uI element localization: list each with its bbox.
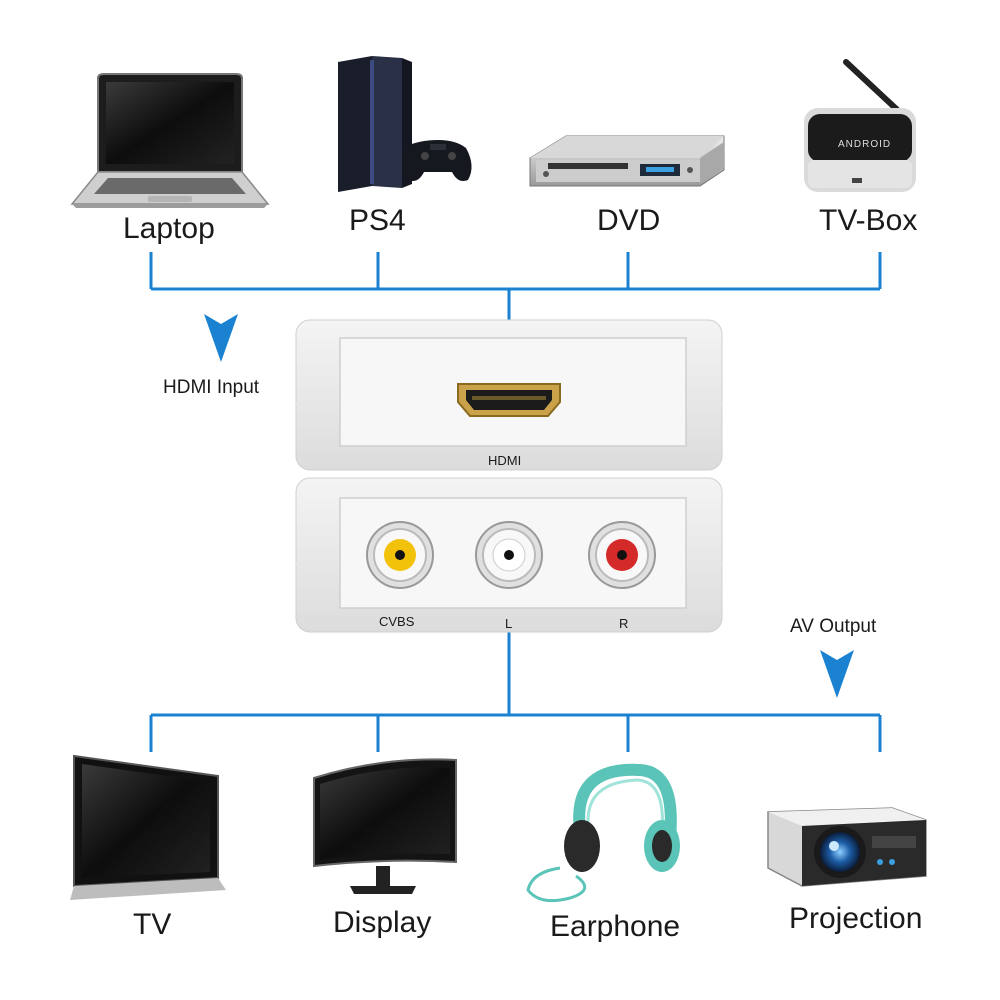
left-port-label: L bbox=[505, 616, 513, 631]
ps4-icon bbox=[338, 56, 472, 192]
rca-port-right bbox=[588, 521, 656, 589]
source-label-ps4: PS4 bbox=[349, 204, 406, 237]
output-label-earphone: Earphone bbox=[550, 910, 681, 943]
tv-icon bbox=[70, 754, 226, 900]
hdmi-port-label: HDMI bbox=[488, 453, 522, 468]
source-label-laptop: Laptop bbox=[123, 212, 215, 245]
output-label-projection: Projection bbox=[789, 902, 923, 935]
input-arrow-icon bbox=[204, 314, 238, 362]
cvbs-port-label: CVBS bbox=[379, 614, 415, 629]
hdmi-input-label: HDMI Input bbox=[163, 377, 260, 398]
hdmi-port bbox=[457, 383, 561, 417]
rca-port-cvbs bbox=[366, 521, 434, 589]
laptop-icon bbox=[70, 73, 270, 208]
av-output-label: AV Output bbox=[790, 616, 877, 637]
source-label-tv-box: TV-Box bbox=[819, 204, 918, 237]
tv-box-brand: ANDROID bbox=[838, 139, 892, 150]
rca-port-left bbox=[475, 521, 543, 589]
output-label-display: Display bbox=[333, 906, 432, 939]
output-label-tv: TV bbox=[133, 908, 172, 941]
output-arrow-icon bbox=[820, 650, 854, 698]
display-icon bbox=[313, 758, 457, 894]
tv-box-icon bbox=[804, 59, 916, 192]
projector-icon bbox=[767, 807, 927, 887]
dvd-player-icon bbox=[529, 135, 725, 187]
earphone-icon bbox=[526, 763, 680, 903]
right-port-label: R bbox=[619, 616, 629, 631]
source-label-dvd: DVD bbox=[597, 204, 661, 237]
